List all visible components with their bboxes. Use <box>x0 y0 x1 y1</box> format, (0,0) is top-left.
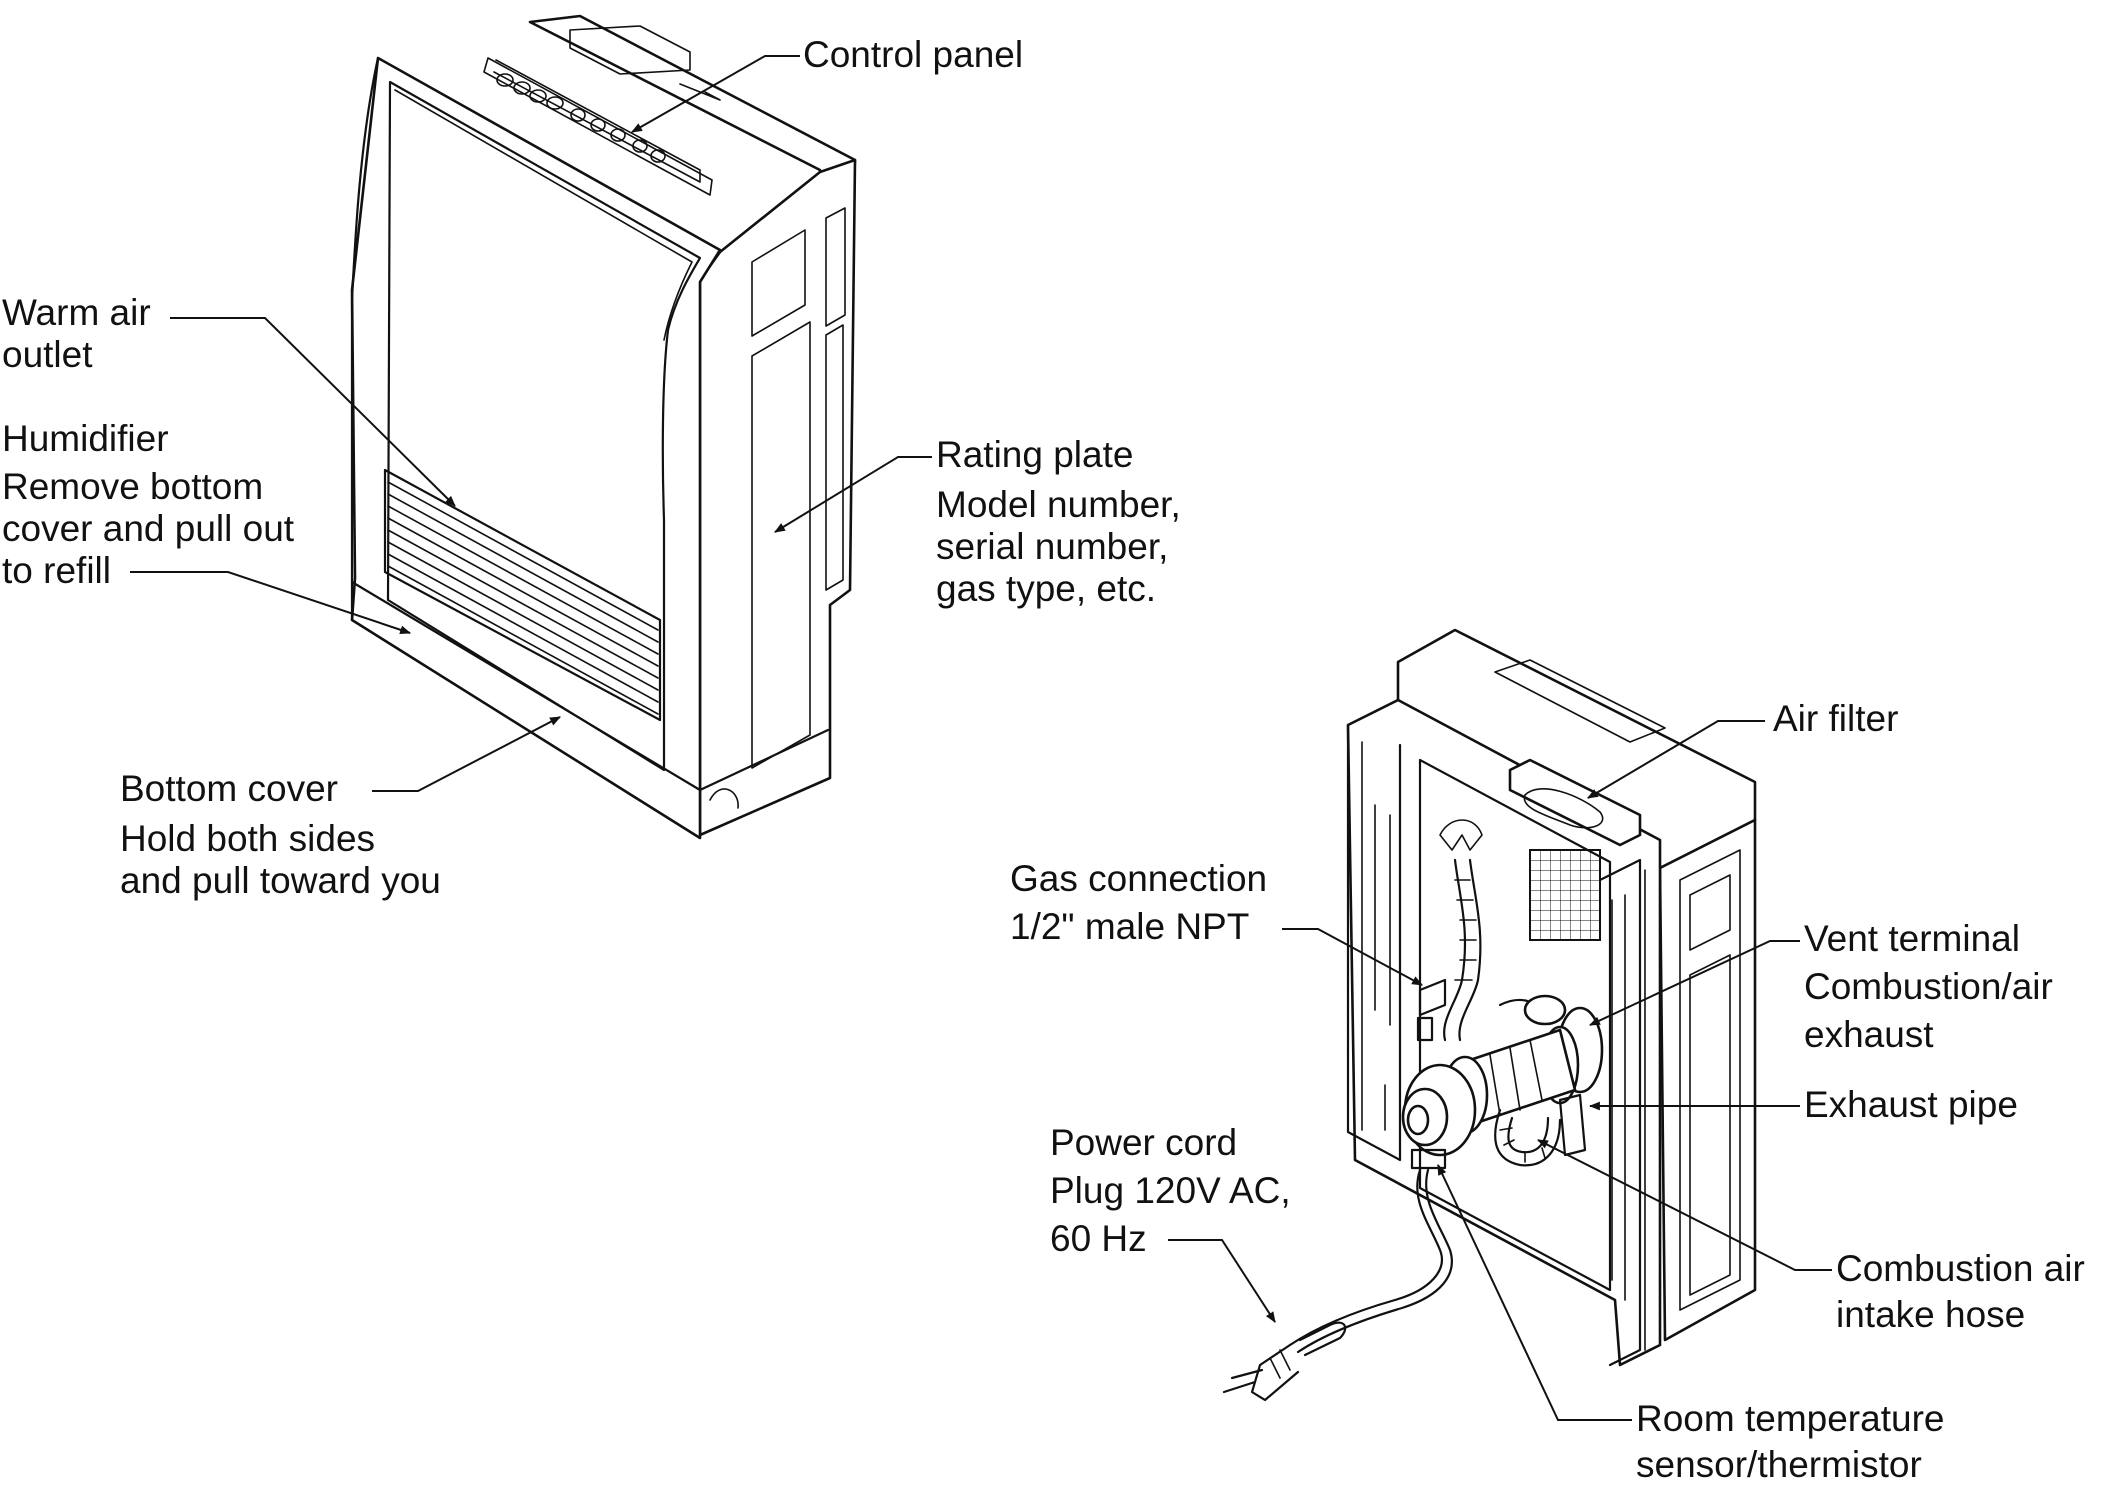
exhaust-assembly <box>1401 994 1604 1157</box>
label-bottom-cover-title: Bottom cover <box>120 768 338 809</box>
label-rating-plate-line2: serial number, <box>936 526 1169 567</box>
label-vent-terminal-line3: exhaust <box>1804 1014 1934 1055</box>
label-intake-hose-line1: Combustion air <box>1836 1248 2085 1289</box>
label-humidifier-line2: cover and pull out <box>2 508 295 549</box>
warm-air-grille <box>383 468 662 722</box>
label-rating-plate-line3: gas type, etc. <box>936 568 1157 609</box>
label-warm-air-outlet-line1: Warm air <box>2 292 151 333</box>
label-humidifier-line1: Remove bottom <box>2 466 264 507</box>
leader-lines <box>130 55 1832 1421</box>
label-vent-terminal-line2: Combustion/air <box>1804 966 2053 1007</box>
label-power-cord-line1: Power cord <box>1050 1122 1238 1163</box>
label-warm-air-outlet-line2: outlet <box>2 334 93 375</box>
label-power-cord-line3: 60 Hz <box>1050 1218 1147 1259</box>
label-bottom-cover-line1: Hold both sides <box>120 818 376 859</box>
label-humidifier-line3: to refill <box>2 550 111 591</box>
label-intake-hose-line2: intake hose <box>1836 1294 2026 1335</box>
label-air-filter: Air filter <box>1773 698 1899 739</box>
front-heater-unit <box>350 14 857 840</box>
label-gas-connection-line2: 1/2" male NPT <box>1010 906 1250 947</box>
rear-heater-unit <box>1222 628 1757 1402</box>
label-power-cord-line2: Plug 120V AC, <box>1050 1170 1291 1211</box>
label-gas-connection-line1: Gas connection <box>1010 858 1268 899</box>
label-vent-terminal-line1: Vent terminal <box>1804 918 2020 959</box>
label-room-temp-line1: Room temperature <box>1636 1398 1945 1439</box>
label-humidifier-title: Humidifier <box>2 418 169 459</box>
control-buttons <box>496 73 666 163</box>
label-rating-plate-line1: Model number, <box>936 484 1181 525</box>
label-room-temp-line2: sensor/thermistor <box>1636 1444 1922 1485</box>
label-bottom-cover-line2: and pull toward you <box>120 860 441 901</box>
label-exhaust-pipe: Exhaust pipe <box>1804 1084 2018 1125</box>
label-control-panel: Control panel <box>803 34 1024 75</box>
label-rating-plate-title: Rating plate <box>936 434 1134 475</box>
